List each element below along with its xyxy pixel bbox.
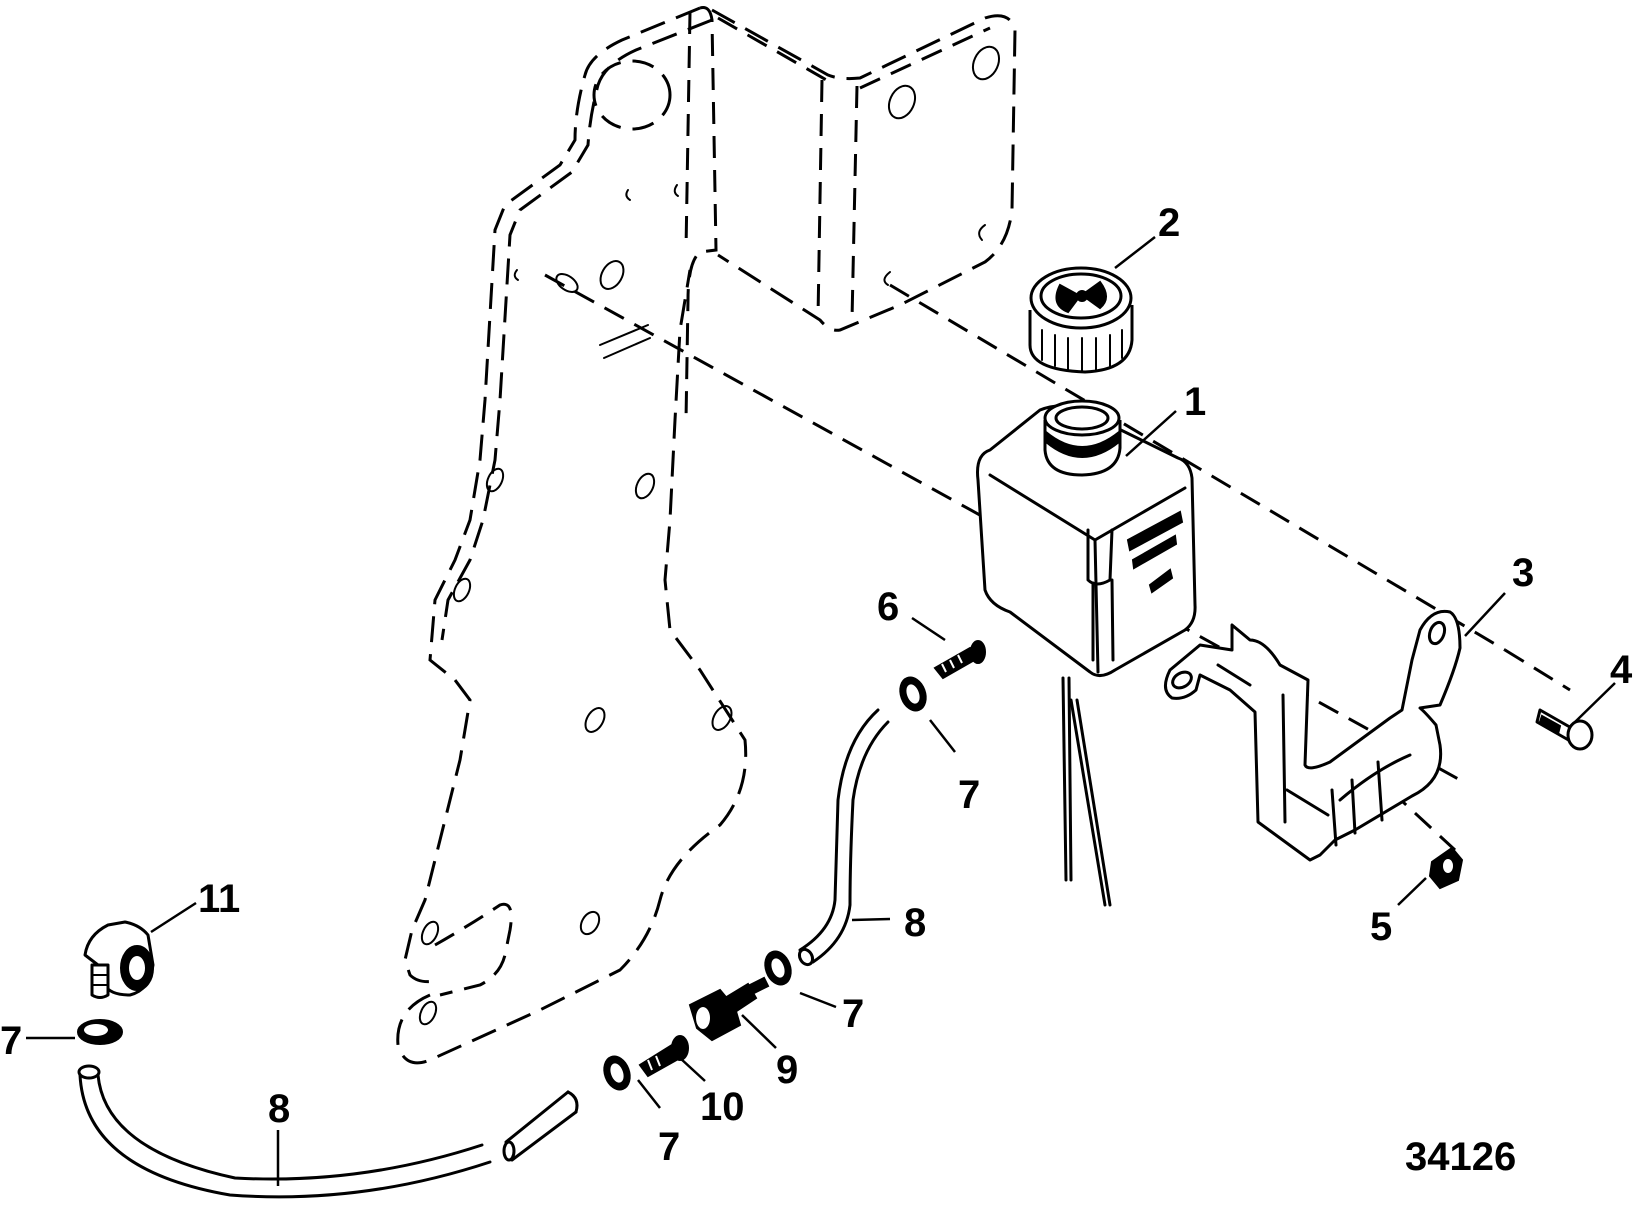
callout-1: 1 [1184, 380, 1206, 424]
leader-7b [799, 991, 837, 1009]
hose-clamp-7c[interactable] [600, 1053, 634, 1093]
callout-6: 6 [877, 585, 899, 629]
callout-7b: 7 [842, 992, 864, 1036]
callout-7d: 7 [0, 1019, 22, 1063]
leader-10 [679, 1057, 706, 1082]
leader-9 [741, 1014, 777, 1049]
reservoir-cap[interactable] [1028, 266, 1134, 374]
nut[interactable] [1428, 846, 1464, 890]
callout-8b: 8 [268, 1087, 290, 1131]
leader-5 [1397, 877, 1427, 906]
callout-7c: 7 [658, 1125, 680, 1169]
leader-1 [1125, 410, 1177, 457]
hose-clamp-7a[interactable] [896, 674, 930, 714]
bolt[interactable] [1535, 708, 1594, 751]
callout-2: 2 [1158, 201, 1180, 245]
hose-barb-fitting-6[interactable] [933, 640, 986, 680]
leader-7a [929, 719, 956, 753]
hose-clamp-7b[interactable] [761, 948, 795, 988]
elbow-fitting[interactable] [83, 920, 155, 999]
leader-6 [911, 616, 946, 642]
leader-7c [637, 1079, 661, 1109]
callout-5: 5 [1370, 905, 1392, 949]
hose-barb-fitting-10[interactable] [638, 1035, 689, 1078]
quick-connect-fitting[interactable] [688, 976, 770, 1042]
figure-number: 34126 [1405, 1135, 1516, 1179]
leader-4 [1574, 682, 1616, 723]
callout-8a: 8 [904, 901, 926, 945]
hose-clamp-7d[interactable] [77, 1019, 123, 1045]
engine-bracket-phantom [396, 6, 1017, 1065]
leader-8a [851, 917, 891, 922]
callout-11: 11 [198, 877, 240, 921]
callout-3: 3 [1512, 551, 1534, 595]
callout-10: 10 [700, 1085, 745, 1129]
leader-lines [26, 236, 1616, 1186]
callout-7a: 7 [958, 773, 980, 817]
mounting-bracket[interactable] [1164, 609, 1462, 862]
hose-upper[interactable] [797, 708, 890, 967]
leader-2 [1114, 236, 1156, 269]
hose-lower[interactable] [77, 1064, 579, 1199]
leader-11 [150, 901, 197, 934]
leader-3 [1464, 592, 1506, 637]
callout-4: 4 [1610, 648, 1633, 692]
reservoir-tank[interactable] [976, 399, 1197, 907]
callout-9: 9 [776, 1048, 798, 1092]
callout-labels: 1 2 3 4 5 6 7 7 7 7 8 8 9 10 11 [0, 201, 1633, 1169]
